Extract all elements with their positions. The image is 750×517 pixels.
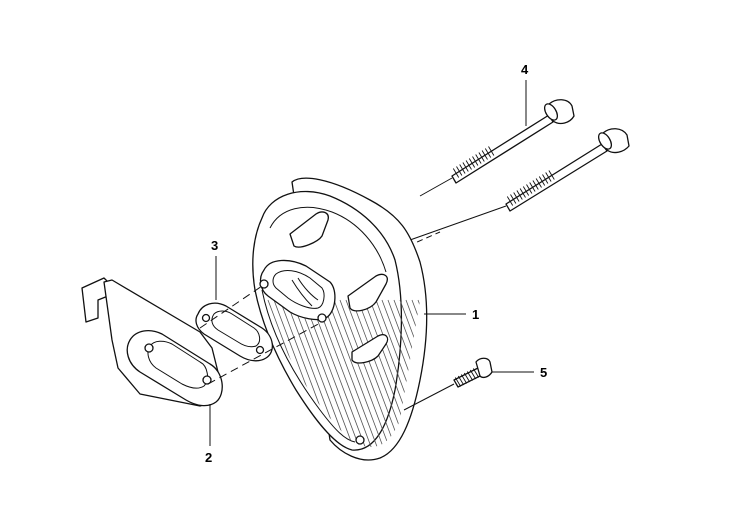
callout-label-1: 1 (472, 307, 479, 322)
vent-slot-lower (351, 334, 389, 364)
gasket-lower (126, 329, 223, 407)
muffler-body (252, 190, 420, 451)
callout-label-3: 3 (211, 238, 218, 253)
callout-label-2: 2 (205, 450, 212, 465)
vent-slot-middle (347, 273, 388, 312)
callout-label-4: 4 (521, 62, 529, 77)
short-screw (403, 357, 493, 411)
vent-slot-top (289, 211, 329, 248)
callout-label-5: 5 (540, 365, 547, 380)
mounting-hole (355, 435, 365, 445)
long-bolt-lower (407, 128, 630, 247)
long-bolt-upper (419, 99, 575, 197)
